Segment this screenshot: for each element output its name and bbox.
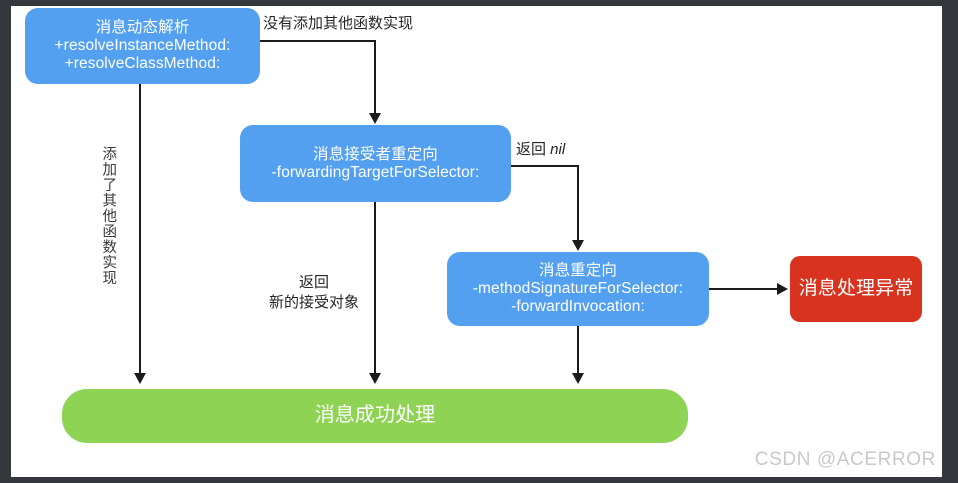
edge-label-return-new-target-line2: 新的接受对象	[268, 294, 359, 312]
node-message-handled-successfully-title: 消息成功处理	[314, 404, 436, 427]
node-message-redirect[interactable]: 消息重定向 -methodSignatureForSelector: -forw…	[447, 252, 709, 326]
edge-signature-to-success-arrowhead	[572, 373, 584, 384]
node-message-receiver-redirect-method-1: -forwardingTargetForSelector:	[271, 163, 480, 181]
edge-forwarding-to-signature-arrowhead	[572, 240, 584, 251]
edge-label-return-nil-prefix: 返回	[516, 141, 551, 158]
edge-signature-to-success-vertical	[577, 326, 579, 375]
node-message-handling-exception[interactable]: 消息处理异常	[790, 256, 922, 322]
edge-resolve-to-forwarding-horizontal	[260, 40, 376, 42]
edge-label-return-new-target-line1: 返回	[298, 274, 329, 291]
edge-signature-to-exception-arrowhead	[777, 283, 788, 295]
edge-label-no-other-implementation: 没有添加其他函数实现	[263, 15, 414, 32]
node-message-handled-successfully[interactable]: 消息成功处理	[62, 389, 688, 443]
node-message-receiver-redirect[interactable]: 消息接受者重定向 -forwardingTargetForSelector:	[240, 125, 511, 202]
node-message-redirect-title: 消息重定向	[538, 262, 617, 280]
node-message-redirect-method-1: -methodSignatureForSelector:	[472, 280, 684, 298]
node-message-handling-exception-title: 消息处理异常	[798, 277, 914, 299]
edge-label-return-new-target: 返回 新的接受对象	[254, 273, 374, 314]
node-message-redirect-method-2: -forwardInvocation:	[511, 297, 645, 315]
node-message-dynamic-resolution-title: 消息动态解析	[95, 19, 190, 37]
node-message-dynamic-resolution-method-1: +resolveInstanceMethod:	[54, 37, 231, 55]
edge-resolve-to-success-arrowhead	[134, 373, 146, 384]
edge-label-added-other-implementation: 添加了其他函数实现	[100, 146, 117, 286]
edge-label-return-nil: 返回 nil	[516, 140, 565, 160]
edge-forwarding-to-signature-horizontal	[511, 165, 579, 167]
node-message-receiver-redirect-title: 消息接受者重定向	[313, 145, 438, 163]
edge-resolve-to-success-vertical	[139, 84, 141, 375]
diagram-canvas: 没有添加其他函数实现 添加了其他函数实现 返回 nil 返回 新的接受对象 消息…	[11, 6, 942, 477]
edge-label-return-nil-value: nil	[550, 141, 566, 158]
watermark-label: CSDN @ACERROR	[754, 449, 936, 470]
node-message-dynamic-resolution[interactable]: 消息动态解析 +resolveInstanceMethod: +resolveC…	[25, 8, 260, 84]
edge-signature-to-exception-horizontal	[709, 288, 779, 290]
node-message-dynamic-resolution-method-2: +resolveClassMethod:	[64, 54, 221, 72]
edge-resolve-to-forwarding-vertical	[374, 40, 376, 115]
edge-forwarding-to-success-vertical	[374, 202, 376, 375]
edge-forwarding-to-signature-vertical	[577, 165, 579, 242]
edge-forwarding-to-success-arrowhead	[369, 373, 381, 384]
edge-resolve-to-forwarding-arrowhead	[369, 113, 381, 124]
